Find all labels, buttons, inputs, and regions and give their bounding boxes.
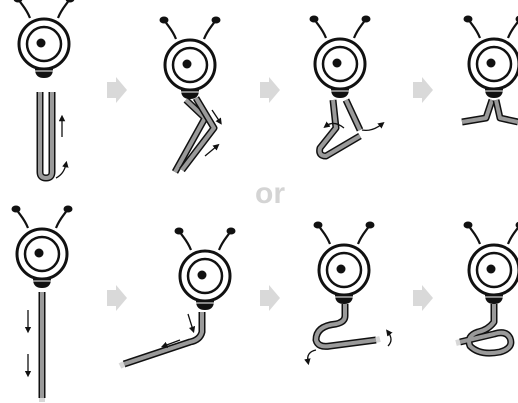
camera-icon [158, 15, 222, 101]
small-arrow-icon [204, 143, 220, 157]
small-arrow-icon [323, 121, 345, 129]
step-1-straight-folded [12, 0, 76, 182]
step-4-ring-base [455, 220, 518, 357]
step-3-u-bend [304, 220, 393, 366]
step-1-straight-down [10, 204, 74, 402]
small-arrow-icon [160, 339, 181, 348]
chevron-right-icon [107, 77, 127, 103]
small-arrow-icon [304, 349, 317, 366]
camera-icon [312, 220, 376, 306]
step-2-v-bend [158, 15, 222, 174]
small-arrow-icon [211, 109, 222, 125]
small-arrow-icon [386, 329, 393, 347]
camera-icon [462, 220, 518, 306]
small-arrow-icon [55, 160, 69, 179]
step-4-flat-base [461, 14, 518, 126]
chevron-right-icon [260, 77, 280, 103]
chevron-right-icon [107, 285, 127, 311]
camera-icon [10, 204, 74, 290]
camera-icon [12, 0, 76, 80]
camera-icon [308, 14, 372, 100]
small-arrow-icon [361, 121, 385, 132]
step-2-sideways-bend [118, 226, 237, 369]
camera-icon [462, 14, 518, 100]
separator-or-label: or [255, 177, 285, 210]
small-arrow-icon [187, 313, 196, 334]
chevron-right-icon [260, 285, 280, 311]
chevron-right-icon [413, 285, 433, 311]
step-3-loop-legs [308, 14, 385, 160]
chevron-right-icon [413, 77, 433, 103]
bottom-row [10, 204, 518, 402]
camera-icon [173, 226, 237, 312]
top-row [12, 0, 518, 182]
